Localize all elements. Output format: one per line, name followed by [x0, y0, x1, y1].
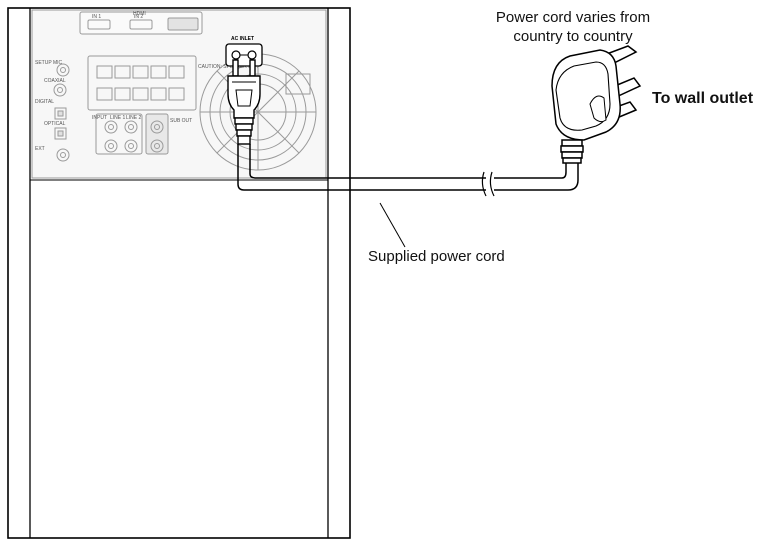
cord-varies-line2: country to country	[513, 28, 633, 45]
hdmi-in1-port	[87, 19, 111, 30]
cord-break-mark	[481, 171, 487, 197]
fan-grille	[199, 53, 317, 171]
coaxial-label: COAXIAL	[44, 78, 66, 84]
panel-text: HDMI IN 1 IN 2 SETUP MIC DIGITAL COAXIAL…	[35, 11, 258, 152]
line1-jack-bottom	[104, 139, 118, 153]
hdmi-in2-port	[129, 19, 153, 30]
speaker-caution-label: CAUTION: SPEAKER IMP.	[198, 64, 258, 70]
wall-plug	[551, 45, 642, 164]
setup-mic-label: SETUP MIC	[35, 60, 63, 66]
hdmi-in1-label: IN 1	[92, 14, 101, 20]
speaker-terminals	[96, 65, 185, 101]
caution-label	[285, 73, 311, 95]
cord-inner-right	[494, 160, 567, 179]
power-cord	[237, 144, 579, 197]
line1-label: LINE 1	[110, 115, 126, 121]
hdmi-in2-label: IN 2	[134, 14, 143, 20]
speaker-terminal-block	[87, 55, 197, 111]
ext-label: EXT	[35, 146, 45, 152]
line2-label: LINE 2	[126, 115, 142, 121]
sub-out-jack-top	[150, 120, 164, 134]
line1-jack-top	[104, 120, 118, 134]
rear-panel	[31, 9, 327, 179]
cord-outer-right	[494, 160, 579, 191]
supplied-cord-leader	[379, 202, 406, 248]
digital-label: DIGITAL	[35, 99, 54, 105]
input-label: INPUT	[92, 115, 107, 121]
cord-varies-line1: Power cord varies from	[495, 9, 651, 26]
line2-jack-top	[124, 120, 138, 134]
coaxial-jack	[53, 83, 67, 97]
optical-in1-port	[54, 107, 67, 120]
sub-out-label: SUB OUT	[170, 118, 192, 124]
ac-inlet-label: AC INLET	[231, 36, 254, 42]
hdmi-out-port	[167, 17, 199, 31]
optical-label: OPTICAL	[44, 121, 66, 127]
ext-jack	[56, 148, 70, 162]
cord-outer	[237, 144, 486, 191]
sub-out-jack-bottom	[150, 139, 164, 153]
line2-jack-bottom	[124, 139, 138, 153]
line-input-block	[95, 113, 143, 155]
hdmi-label: HDMI	[133, 11, 146, 17]
supplied-cord-label: Supplied power cord	[368, 248, 505, 265]
cord-inner	[249, 144, 486, 179]
optical-in2-port	[54, 127, 67, 140]
cord-varies-callout: Power cord varies from country to countr…	[468, 8, 678, 46]
panel-contour	[31, 9, 327, 179]
wall-outlet-label: To wall outlet	[652, 90, 754, 107]
inlet-plug	[227, 59, 261, 145]
setup-mic-jack	[56, 63, 70, 77]
